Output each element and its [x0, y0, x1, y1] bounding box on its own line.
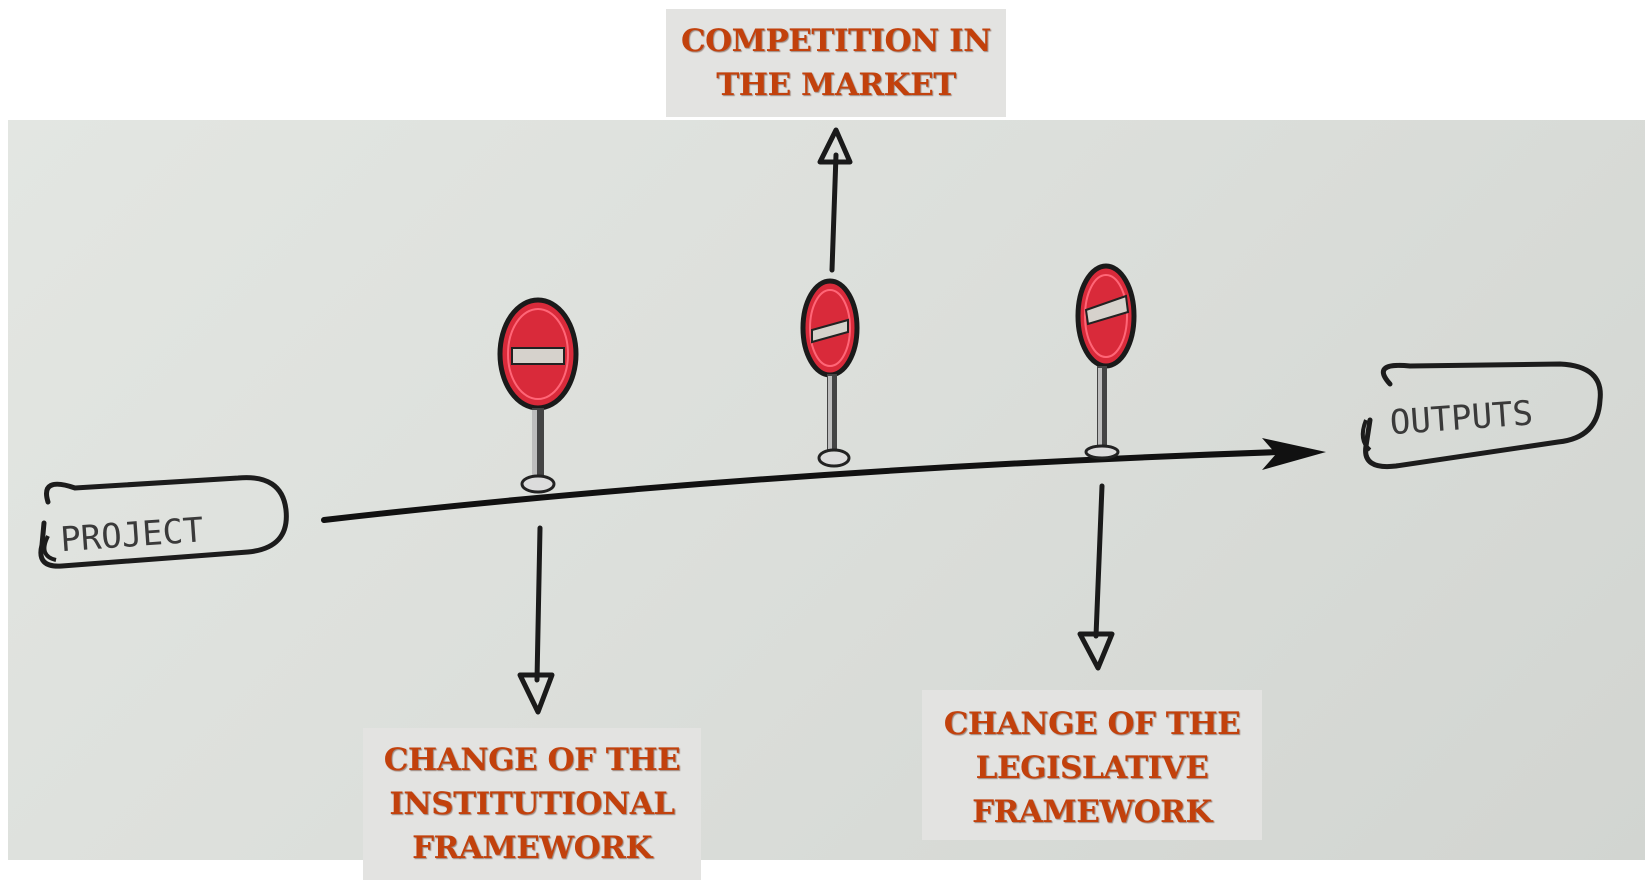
callout-line: FRAMEWORK — [972, 794, 1212, 830]
callout-line: COMPETITION IN — [680, 23, 992, 59]
timeline-arrowhead — [1262, 438, 1326, 470]
callout-line: INSTITUTIONAL — [389, 786, 675, 822]
stop-sign-2 — [800, 278, 860, 468]
timeline-line — [321, 449, 1283, 523]
callout-competition-in-the-market: COMPETITION IN THE MARKET — [666, 9, 1006, 117]
callout-line: FRAMEWORK — [412, 830, 652, 866]
callout-line: CHANGE OF THE — [943, 706, 1241, 742]
arrow-down-left — [517, 525, 555, 715]
arrow-up — [817, 127, 853, 273]
project-label: PROJECT — [59, 510, 205, 560]
callout-institutional-framework: CHANGE OF THE INSTITUTIONAL FRAMEWORK — [363, 728, 701, 880]
outputs-node: OUTPUTS — [1360, 361, 1603, 470]
stop-sign-1 — [497, 297, 579, 494]
callout-legislative-framework: CHANGE OF THE LEGISLATIVE FRAMEWORK — [922, 690, 1262, 840]
callout-line: CHANGE OF THE — [383, 742, 681, 778]
outputs-label: OUTPUTS — [1389, 393, 1535, 443]
callout-line: LEGISLATIVE — [975, 750, 1209, 786]
stop-sign-3 — [1075, 263, 1137, 460]
callout-line: THE MARKET — [716, 67, 956, 103]
arrow-down-right — [1077, 483, 1115, 671]
project-node: PROJECT — [38, 475, 289, 569]
